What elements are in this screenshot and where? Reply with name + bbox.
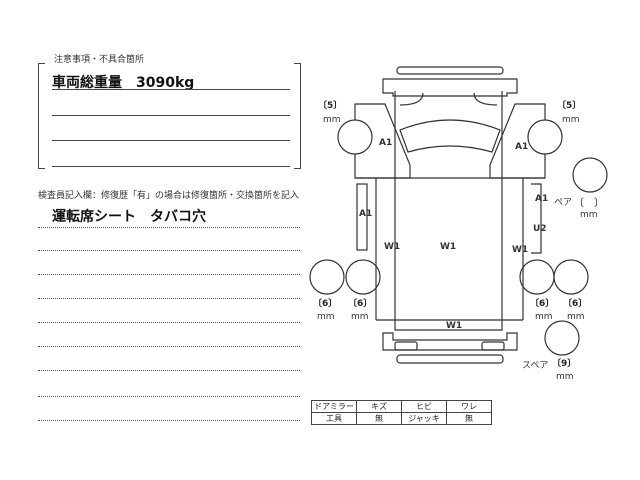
right-fender	[489, 103, 546, 179]
mark-w1: W1	[512, 245, 529, 255]
unit: mm	[317, 312, 335, 322]
mark-w1: W1	[446, 321, 463, 331]
mark-a1: A1	[515, 142, 529, 152]
rule	[52, 166, 290, 167]
unit: mm	[567, 312, 585, 322]
unit: mm	[562, 115, 580, 125]
tread-rr-inner: 6	[539, 299, 546, 309]
tread-fl: 5	[327, 101, 334, 111]
table-cell: ワレ	[446, 400, 492, 413]
front-bumper	[382, 78, 518, 97]
table-row: ドアミラー キズ ヒビ ワレ	[311, 400, 492, 413]
table-cell: キズ	[356, 400, 402, 413]
spare-tire	[544, 320, 580, 356]
bracket-right	[294, 63, 301, 169]
table-cell: 無	[356, 412, 402, 425]
rear-bumper	[382, 332, 518, 351]
unit: mm	[323, 115, 341, 125]
unit: mm	[580, 210, 598, 220]
tread-spare: 9	[561, 359, 568, 369]
left-fender	[354, 103, 411, 179]
rule	[52, 115, 290, 116]
spare-label: スペア	[522, 361, 549, 371]
tread-fr: 5	[566, 101, 573, 111]
notes-line-1: 車両総重量 3090kg	[52, 75, 195, 91]
pair-label: ペア	[554, 198, 573, 208]
rear-left-inner-tire	[345, 259, 381, 295]
tread-rl-outer: 6	[322, 299, 329, 309]
mark-w1: W1	[440, 242, 457, 252]
rule	[38, 370, 300, 371]
unit: mm	[556, 372, 574, 382]
mark-w1: W1	[384, 242, 401, 252]
rule	[38, 322, 300, 323]
right-rocker	[531, 183, 542, 254]
mark-a1: A1	[379, 138, 393, 148]
equipment-table: ドアミラー キズ ヒビ ワレ 工具 無 ジャッキ 無	[311, 400, 492, 425]
rule	[38, 274, 300, 275]
rule	[52, 89, 290, 90]
rule	[38, 420, 300, 421]
mark-a1: A1	[359, 209, 373, 219]
front-right-tire	[527, 119, 563, 155]
body-outline	[394, 91, 503, 331]
rear-left-outer-tire	[309, 259, 345, 295]
notes-title: 注意事項・不具合箇所	[54, 55, 145, 65]
rear-right-outer-tire	[553, 259, 589, 295]
inspector-line-1: 運転席シート タバコ穴	[52, 209, 206, 225]
rear-bumper-bar	[396, 354, 504, 364]
rule	[38, 298, 300, 299]
table-cell: 無	[446, 412, 492, 425]
rule	[52, 140, 290, 141]
tread-rl-inner: 6	[357, 299, 364, 309]
unit: mm	[351, 312, 369, 322]
table-cell: ヒビ	[401, 400, 447, 413]
table-row: 工具 無 ジャッキ 無	[311, 412, 492, 425]
rear-right-inner-tire	[519, 259, 555, 295]
tread-rr-outer: 6	[572, 299, 579, 309]
left-rocker	[356, 183, 368, 251]
rule	[38, 396, 300, 397]
front-left-tire	[337, 119, 373, 155]
table-cell: ドアミラー	[311, 400, 357, 413]
bracket-left	[38, 63, 45, 169]
pair-tire	[572, 157, 608, 193]
table-cell: ジャッキ	[401, 412, 447, 425]
rule	[38, 346, 300, 347]
mark-u2: U2	[533, 224, 547, 234]
table-cell: 工具	[311, 412, 357, 425]
inspector-title: 検査員記入欄：修復歴「有」の場合は修復箇所・交換箇所を記入	[38, 191, 300, 201]
windshield	[399, 119, 501, 153]
front-bumper-bar	[396, 66, 504, 75]
rule	[38, 227, 300, 228]
rule	[38, 250, 300, 251]
unit: mm	[535, 312, 553, 322]
mark-a1: A1	[535, 194, 549, 204]
